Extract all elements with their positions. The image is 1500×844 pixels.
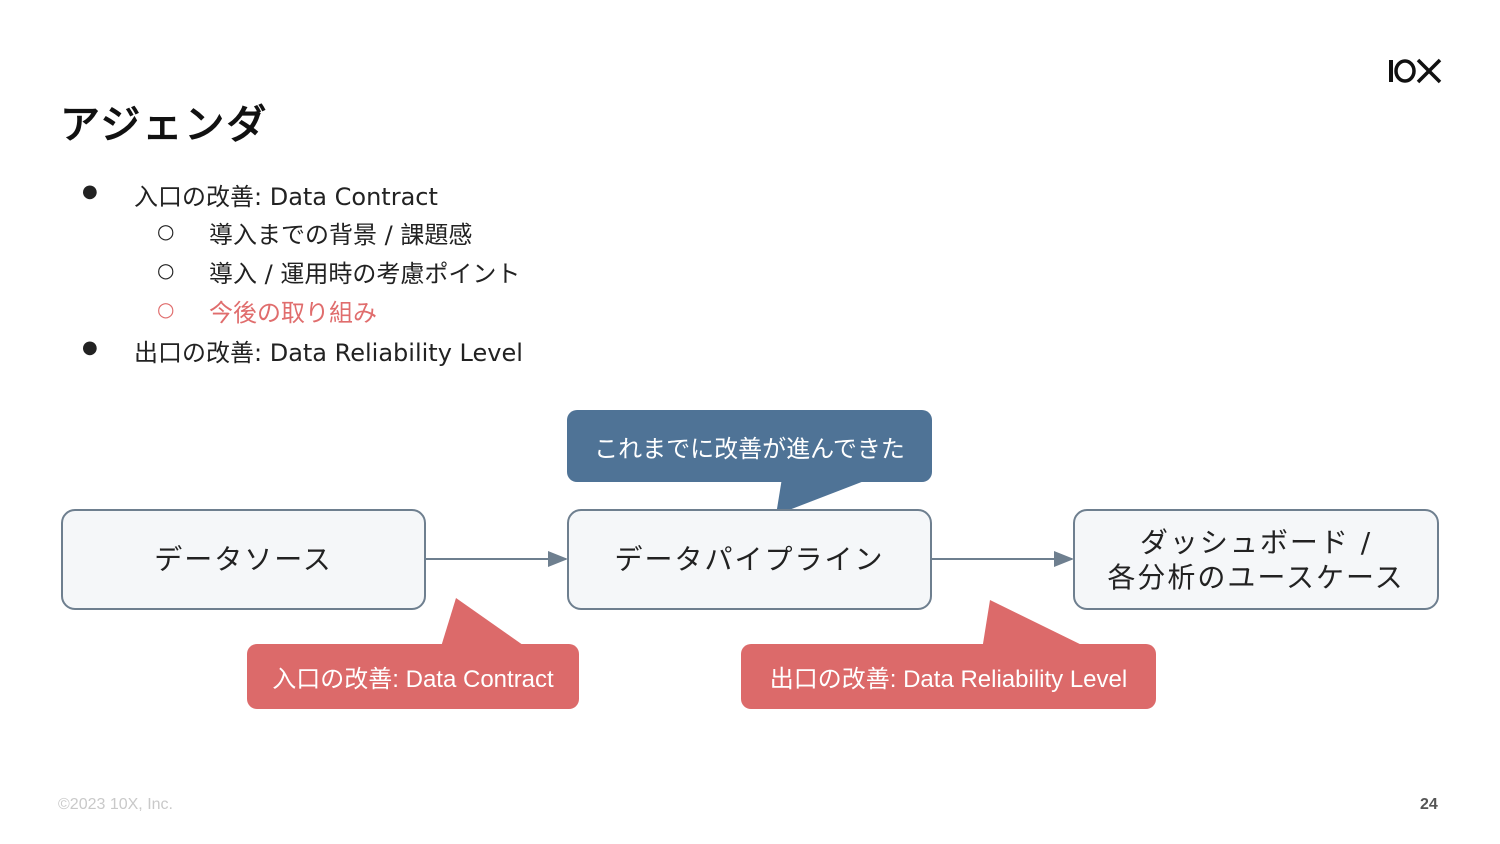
agenda-item-label: 入口の改善: Data Contract xyxy=(134,183,438,211)
bullet-icon: ● xyxy=(82,337,98,358)
agenda-subitem-label: 導入までの背景 / 課題感 xyxy=(209,221,473,249)
agenda-item-label: 出口の改善: Data Reliability Level xyxy=(134,339,523,367)
hollow-bullet-icon: ○ xyxy=(157,219,175,243)
callout-label: 入口の改善: Data Contract xyxy=(272,666,554,693)
node-label-line2: 各分析のユースケース xyxy=(1107,560,1405,594)
agenda-subitem-label: 今後の取り組み xyxy=(209,299,377,327)
node-dashboard: ダッシュボード / 各分析のユースケース xyxy=(1073,509,1439,610)
node-label: データパイプライン xyxy=(614,543,885,576)
company-logo xyxy=(1389,58,1442,84)
node-label-line1: ダッシュボード / xyxy=(1139,525,1373,559)
page-title: アジェンダ xyxy=(60,102,269,148)
node-label: データソース xyxy=(154,543,333,576)
callout-outlet: 出口の改善: Data Reliability Level xyxy=(741,644,1156,709)
callout-inlet: 入口の改善: Data Contract xyxy=(247,644,579,709)
agenda-subitem-label: 導入 / 運用時の考慮ポイント xyxy=(209,260,521,288)
callout-label: 出口の改善: Data Reliability Level xyxy=(769,666,1128,693)
node-data-source: データソース xyxy=(61,509,426,610)
hollow-bullet-icon: ○ xyxy=(157,297,175,321)
copyright-text: ©2023 10X, Inc. xyxy=(58,796,173,813)
callout-pointer-outlet xyxy=(982,600,1092,650)
node-data-pipeline: データパイプライン xyxy=(567,509,932,610)
hollow-bullet-icon: ○ xyxy=(157,258,175,282)
callout-progress: これまでに改善が進んできた xyxy=(567,410,932,482)
callout-pointer-inlet xyxy=(440,598,530,650)
bullet-icon: ● xyxy=(82,181,98,202)
page-number: 24 xyxy=(1420,796,1438,813)
callout-label: これまでに改善が進んできた xyxy=(594,435,905,463)
callout-pointer-progress xyxy=(776,478,872,515)
